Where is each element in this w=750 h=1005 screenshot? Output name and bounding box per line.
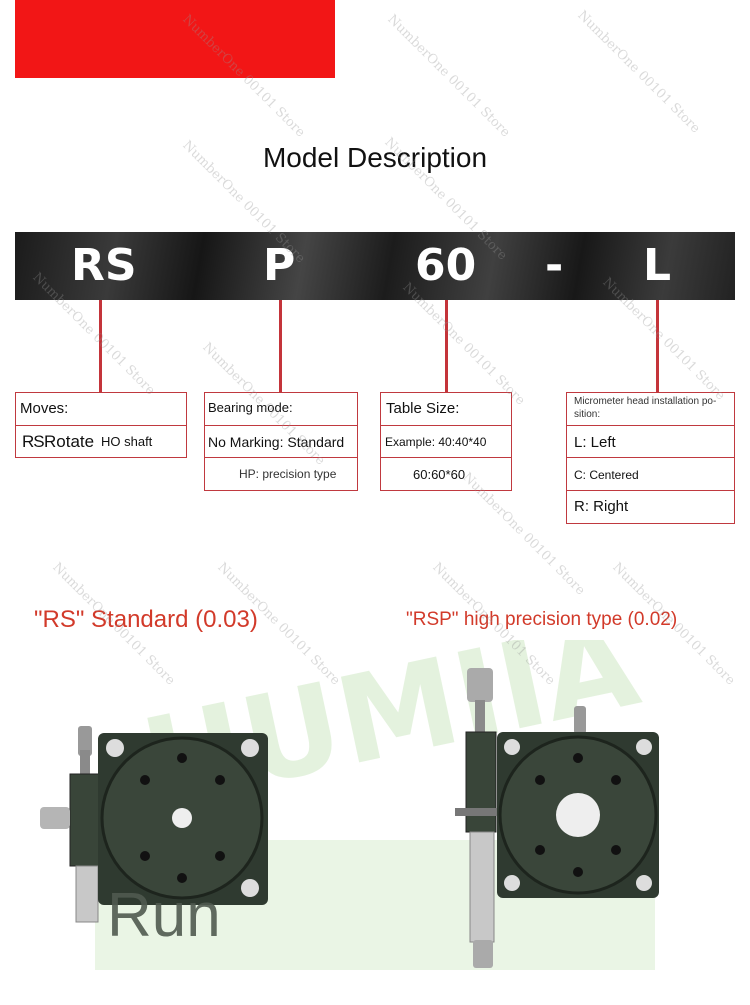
rs-side-knob	[40, 807, 70, 829]
micrometer-label-line1: Micrometer head installation po-	[574, 396, 717, 407]
moves-label-cell: Moves:	[16, 393, 186, 426]
rs-corner-hole	[241, 739, 259, 757]
code-dash: -	[545, 240, 564, 291]
moves-label: Moves:	[20, 400, 69, 417]
product-photo: HUMIIA	[0, 594, 750, 1000]
micrometer-centered: C: Centered	[574, 468, 639, 482]
caption-standard: "RS" Standard (0.03)	[34, 606, 258, 633]
bearing-label: Bearing mode:	[208, 400, 293, 415]
table-size-label-cell: Table Size:	[381, 393, 511, 426]
rsp-corner-hole	[636, 739, 652, 755]
rs-table-hole	[140, 851, 150, 861]
code-rs: RS	[71, 240, 137, 291]
rsp-table-hole	[535, 845, 545, 855]
rs-standard-stage	[40, 726, 268, 923]
rs-top-rod	[80, 750, 90, 776]
rs-table-hole	[177, 753, 187, 763]
moves-shaft: HO shaft	[101, 434, 153, 449]
rsp-side-rod	[455, 808, 515, 816]
moves-box: Moves: RS Rotate HO shaft	[15, 392, 187, 458]
bearing-precision: HP: precision type	[239, 467, 337, 481]
micrometer-right-cell: R: Right	[567, 490, 734, 524]
model-code-bar: RS P 60 - L	[15, 232, 735, 300]
rs-corner-hole	[241, 879, 259, 897]
rs-top-knob	[78, 726, 92, 756]
table-size-second-cell: 60:60*60	[381, 457, 511, 491]
rsp-micrometer-barrel	[469, 831, 495, 943]
table-size-box: Table Size: Example: 40:40*40 60:60*60	[380, 392, 512, 491]
micrometer-left-cell: L: Left	[567, 425, 734, 458]
rs-table-hole	[215, 775, 225, 785]
bearing-precision-cell: HP: precision type	[205, 457, 357, 491]
rsp-small-knob	[574, 706, 586, 734]
rsp-top-rod	[475, 700, 485, 736]
rsp-corner-hole	[636, 875, 652, 891]
table-size-example-cell: Example: 40:40*40	[381, 425, 511, 458]
watermark-text: NumberOne 00101 Store	[574, 8, 703, 137]
rs-corner-hole	[106, 739, 124, 757]
rsp-bottom-knob	[473, 940, 493, 968]
page-title: Model Description	[262, 142, 488, 173]
rsp-table-hole	[573, 753, 583, 763]
code-position: L	[643, 240, 672, 291]
table-size-second: 60:60*60	[413, 467, 466, 482]
rsp-micrometer-block	[465, 731, 497, 833]
code-p: P	[263, 240, 296, 291]
micrometer-right: R: Right	[574, 498, 629, 515]
micrometer-box: Micrometer head installation po- sition:…	[566, 392, 735, 524]
connector-line-bearing	[279, 300, 282, 393]
red-banner	[15, 0, 335, 78]
rs-table-hole	[215, 851, 225, 861]
bearing-box: Bearing mode: No Marking: Standard HP: p…	[204, 392, 358, 491]
rs-micrometer-barrel	[75, 865, 99, 923]
rsp-top-knob	[467, 668, 493, 702]
photo-overlay-text: Run	[107, 881, 221, 950]
rs-center-hole	[172, 808, 192, 828]
bearing-standard: No Marking: Standard	[208, 434, 345, 450]
micrometer-left: L: Left	[574, 434, 616, 451]
rsp-corner-hole	[504, 875, 520, 891]
moves-value-cell: RS Rotate HO shaft	[16, 425, 186, 458]
moves-code: RS	[22, 432, 45, 451]
moves-text: Rotate	[44, 432, 95, 451]
connector-line-moves	[99, 300, 102, 393]
rsp-table-hole	[573, 867, 583, 877]
micrometer-centered-cell: C: Centered	[567, 457, 734, 491]
micrometer-label-line2: sition:	[574, 409, 601, 420]
rs-table-hole	[177, 873, 187, 883]
bearing-standard-cell: No Marking: Standard	[205, 425, 357, 458]
caption-precision: "RSP" high precision type (0.02)	[406, 609, 678, 630]
rsp-center-hole	[556, 793, 600, 837]
rs-table-hole	[140, 775, 150, 785]
watermark-text: NumberOne 00101 Store	[384, 12, 513, 141]
rs-micrometer-block	[69, 773, 103, 867]
table-size-label: Table Size:	[386, 400, 460, 417]
code-size: 60	[415, 240, 477, 291]
connector-line-micrometer	[656, 300, 659, 393]
table-size-example: Example: 40:40*40	[385, 435, 487, 449]
micrometer-label-cell: Micrometer head installation po- sition:	[567, 393, 734, 426]
rsp-table-hole	[535, 775, 545, 785]
connector-line-size	[445, 300, 448, 393]
rsp-table-hole	[611, 775, 621, 785]
rsp-table-hole	[611, 845, 621, 855]
rsp-corner-hole	[504, 739, 520, 755]
product-photo-svg: HUMIIA	[40, 594, 659, 970]
rsp-precision-stage	[455, 668, 659, 968]
bearing-label-cell: Bearing mode:	[205, 393, 357, 426]
